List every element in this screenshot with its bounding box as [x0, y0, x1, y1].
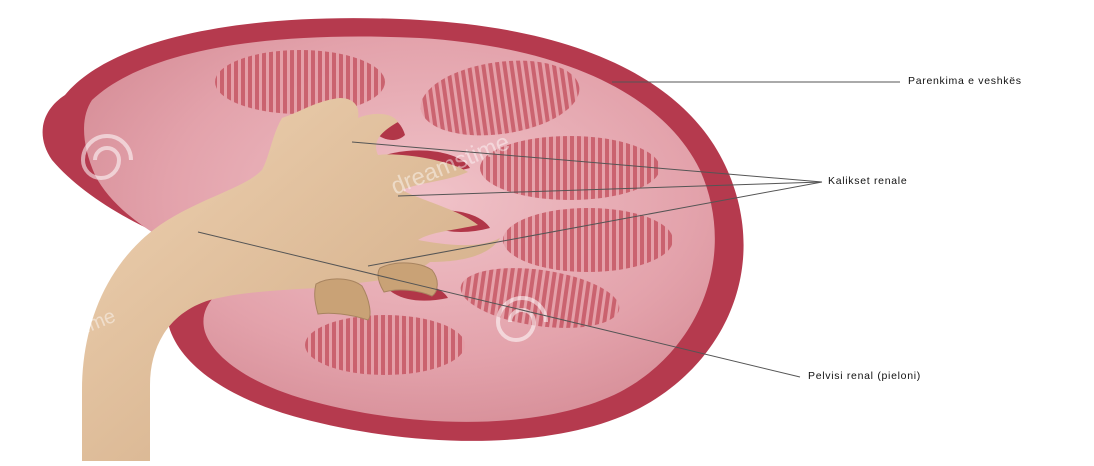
label-calyces: Kalikset renale — [828, 175, 907, 187]
label-pelvis: Pelvisi renal (pieloni) — [808, 370, 921, 382]
label-parenchyma: Parenkima e veshkës — [908, 75, 1022, 87]
pyramid-bottom — [305, 315, 465, 375]
pyramid-right-2 — [503, 208, 673, 272]
pyramid-top — [215, 50, 385, 114]
